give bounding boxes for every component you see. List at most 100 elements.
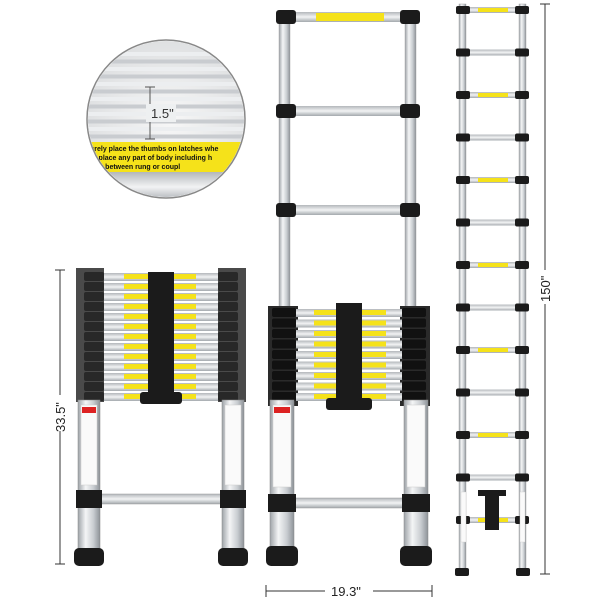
closed-height-dimension: 33.5" bbox=[52, 269, 68, 565]
extended-rung-label bbox=[478, 263, 508, 267]
extended-rung-label bbox=[478, 178, 508, 182]
extended-rung-left-cap bbox=[456, 176, 470, 184]
stack-left-hinge-column bbox=[76, 268, 104, 402]
zoom-warning-label bbox=[88, 142, 244, 172]
rung-zoom-callout: urely place the thumbs on latches whe ot… bbox=[86, 39, 246, 199]
ladder-partial-view bbox=[266, 10, 432, 566]
partial-left-foot bbox=[266, 546, 298, 566]
extended-rung-left-cap bbox=[456, 303, 470, 312]
rib-line bbox=[88, 67, 244, 71]
extended-rung-left-cap bbox=[456, 431, 470, 439]
extended-rung bbox=[470, 304, 515, 311]
extended-rung-right-cap bbox=[515, 473, 529, 482]
partial-rung-left-cap bbox=[276, 10, 296, 24]
stack-right-hinge-column bbox=[218, 268, 246, 402]
extended-rung-right-cap bbox=[515, 388, 529, 397]
extended-rung-left-cap bbox=[456, 133, 470, 142]
rib-line bbox=[88, 97, 244, 101]
rib-line bbox=[88, 127, 244, 131]
extended-rung-right-cap bbox=[515, 91, 529, 99]
extended-rung-left-cap bbox=[456, 388, 470, 397]
extended-rung-left-cap bbox=[456, 91, 470, 99]
extended-rung-label bbox=[478, 8, 508, 12]
partial-right-rail bbox=[404, 14, 417, 316]
extended-rung-right-cap bbox=[515, 346, 529, 354]
extended-right-rail-label bbox=[519, 491, 526, 543]
extended-rung-left-cap bbox=[456, 6, 470, 14]
partial-left-leg-safety-label bbox=[272, 404, 292, 488]
partial-left-rail bbox=[278, 14, 291, 316]
ladder-extended-view bbox=[455, 3, 530, 576]
partial-rung bbox=[296, 106, 400, 116]
partial-stack-left-cap bbox=[272, 329, 296, 338]
partial-stack-left-cap bbox=[272, 360, 296, 370]
partial-rung-right-cap bbox=[400, 10, 420, 24]
partial-rung-right-cap bbox=[400, 203, 420, 217]
extended-rung-left-cap bbox=[456, 48, 470, 57]
rung-depth-label: 1.5" bbox=[151, 106, 174, 121]
extended-left-rail-label bbox=[460, 491, 467, 543]
extended-rung-label bbox=[478, 93, 508, 97]
partial-stack-right-cap bbox=[402, 381, 426, 391]
partial-stack-left-cap bbox=[272, 339, 296, 349]
extended-rung bbox=[470, 49, 515, 56]
partial-stack-left-cap bbox=[272, 308, 296, 317]
extended-rung bbox=[470, 219, 515, 226]
extended-left-foot bbox=[455, 568, 469, 576]
extended-rung bbox=[470, 474, 515, 481]
extended-height-dimension: 150" bbox=[537, 3, 553, 575]
rib-line bbox=[88, 134, 244, 139]
extended-left-rail bbox=[458, 3, 467, 573]
partial-stack-right-cap bbox=[402, 350, 426, 359]
extended-rungs bbox=[456, 6, 529, 543]
partial-stack-right-cap bbox=[402, 318, 426, 328]
extended-rung-left-cap bbox=[456, 346, 470, 354]
partial-stack-left-cap bbox=[272, 371, 296, 380]
extended-rung-label bbox=[478, 433, 508, 437]
extended-rung-right-cap bbox=[515, 431, 529, 439]
partial-right-foot bbox=[400, 546, 432, 566]
extended-right-rail bbox=[518, 3, 527, 573]
closed-left-leg-safety-label bbox=[80, 404, 98, 486]
extended-rung-left-cap bbox=[456, 473, 470, 482]
extended-rung-right-cap bbox=[515, 261, 529, 269]
partial-stack-right-cap bbox=[402, 308, 426, 317]
extended-rung-right-cap bbox=[515, 6, 529, 14]
closed-right-leg-safety-label bbox=[224, 404, 242, 486]
closed-left-foot bbox=[74, 548, 104, 566]
partial-stack-right-cap bbox=[402, 329, 426, 338]
extended-rung-left-cap bbox=[456, 218, 470, 227]
extended-rung-right-cap bbox=[515, 133, 529, 142]
partial-right-leg-safety-label bbox=[406, 404, 426, 488]
extended-carry-strap bbox=[485, 492, 499, 530]
closed-right-foot bbox=[218, 548, 248, 566]
extended-rung-right-cap bbox=[515, 218, 529, 227]
zoom-warning-line-2: ot place any part of body including h bbox=[90, 155, 212, 162]
extended-rung-right-cap bbox=[515, 176, 529, 184]
closed-height-label: 33.5" bbox=[53, 402, 68, 432]
extended-rung bbox=[470, 389, 515, 396]
extended-rung-right-cap bbox=[515, 48, 529, 57]
rib-line bbox=[88, 52, 244, 56]
zoom-warning-line-1: urely place the thumbs on latches whe bbox=[90, 146, 218, 153]
ladder-closed-view bbox=[74, 268, 248, 566]
rib-line bbox=[88, 82, 244, 86]
extended-rung-left-cap bbox=[456, 261, 470, 269]
partial-stack-left-cap bbox=[272, 392, 296, 401]
rib-line bbox=[88, 89, 244, 94]
partial-stack-right-cap bbox=[402, 371, 426, 380]
partial-rung-right-cap bbox=[400, 104, 420, 118]
extended-right-foot bbox=[516, 568, 530, 576]
extended-rung bbox=[470, 134, 515, 141]
partial-rung-left-cap bbox=[276, 203, 296, 217]
partial-stack-left-cap bbox=[272, 318, 296, 328]
partial-rung-left-cap bbox=[276, 104, 296, 118]
partial-rung bbox=[296, 205, 400, 215]
extended-rung-label bbox=[478, 348, 508, 352]
closed-carry-strap bbox=[148, 272, 174, 400]
partial-extended-rungs bbox=[276, 10, 420, 217]
partial-stack-right-cap bbox=[402, 392, 426, 401]
zoom-warning-line-3: g or between rung or coupl bbox=[90, 164, 180, 171]
partial-stack-right-cap bbox=[402, 360, 426, 370]
